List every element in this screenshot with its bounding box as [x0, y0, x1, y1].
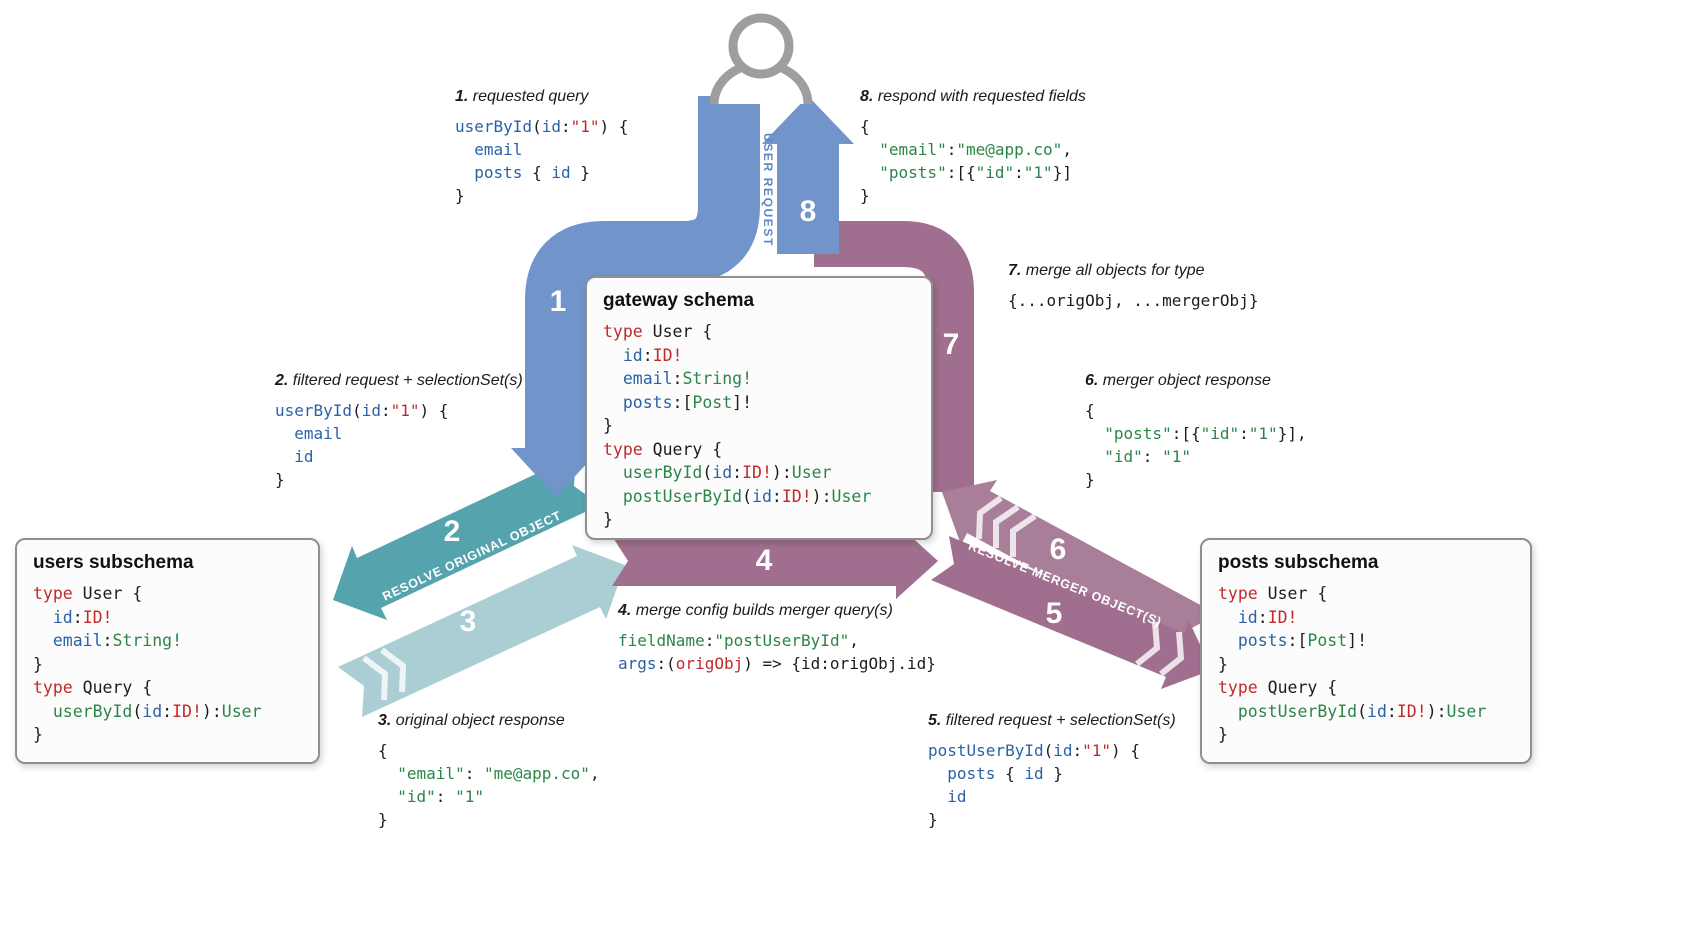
- annotation-3-label: 3. original object response: [378, 712, 600, 730]
- gateway-schema-box: gateway schema type User { id:ID! email:…: [585, 276, 933, 540]
- annotation-3-number: 3.: [378, 712, 392, 729]
- arrow-merger-response-band: [942, 480, 1217, 656]
- user-icon-head: [728, 13, 794, 79]
- annotation-7-code: {...origObj, ...mergerObj}: [1008, 291, 1259, 310]
- arrow-number-5: 5: [1045, 597, 1063, 630]
- posts-subschema-box: posts subschema type User { id:ID! posts…: [1200, 538, 1532, 764]
- posts-subschema-code: type User { id:ID! posts:[Post]!}type Qu…: [1218, 584, 1487, 744]
- arrow-3-chevron: [362, 655, 389, 701]
- users-subschema-box: users subschema type User { id:ID! email…: [15, 538, 320, 764]
- annotation-1-code: userById(id:"1") { email posts { id }}: [455, 117, 629, 205]
- annotation-8-code: { "email":"me@app.co", "posts":[{"id":"1…: [860, 117, 1072, 205]
- annotation-5-text: filtered request + selectionSet(s): [945, 712, 1176, 729]
- arrow-5-chevron: [1135, 621, 1161, 667]
- arrow-number-1: 1: [549, 285, 567, 318]
- arrow-6-chevron: [1010, 513, 1037, 557]
- arrow-3-chevron: [380, 647, 407, 693]
- annotation-4-code: fieldName:"postUserById",args:(origObj) …: [618, 631, 936, 673]
- user-request-label: USER REQUEST: [761, 133, 775, 247]
- arrow-6-chevron: [976, 495, 1003, 540]
- annotation-7-number: 7.: [1008, 262, 1022, 279]
- annotation-3: 3. original object response { "email": "…: [378, 712, 600, 831]
- arrow-merge-up-band: [814, 221, 974, 492]
- arrow-number-7: 7: [942, 328, 960, 361]
- annotation-6-code: { "posts":[{"id":"1"}], "id": "1"}: [1085, 401, 1307, 489]
- arrow-6-chevron: [993, 504, 1020, 548]
- annotation-2-number: 2.: [275, 372, 289, 389]
- posts-subschema-title: posts subschema: [1218, 552, 1379, 573]
- annotation-4-number: 4.: [618, 602, 632, 619]
- annotation-4-label: 4. merge config builds merger query(s): [618, 602, 936, 620]
- annotation-2: 2. filtered request + selectionSet(s) us…: [275, 372, 523, 491]
- annotation-1-label: 1. requested query: [455, 88, 628, 106]
- arrow-merger-request-band: [931, 536, 1212, 689]
- annotation-2-label: 2. filtered request + selectionSet(s): [275, 372, 523, 390]
- annotation-8-text: respond with requested fields: [877, 88, 1086, 105]
- annotation-6-label: 6. merger object response: [1085, 372, 1307, 390]
- arrow-user-request-head: [511, 448, 601, 497]
- arrow-number-6: 6: [1049, 533, 1067, 566]
- annotation-6-number: 6.: [1085, 372, 1099, 389]
- annotation-5: 5. filtered request + selectionSet(s) po…: [928, 712, 1176, 831]
- arrow-number-4: 4: [755, 544, 773, 577]
- annotation-3-text: original object response: [395, 712, 565, 729]
- annotation-7-label: 7. merge all objects for type: [1008, 262, 1258, 280]
- arrow-merger-query-band: [612, 523, 938, 599]
- annotation-2-text: filtered request + selectionSet(s): [292, 372, 523, 389]
- annotation-8: 8. respond with requested fields { "emai…: [860, 88, 1086, 207]
- users-subschema-title: users subschema: [33, 552, 194, 573]
- annotation-6: 6. merger object response { "posts":[{"i…: [1085, 372, 1307, 491]
- annotation-4: 4. merge config builds merger query(s) f…: [618, 602, 936, 675]
- annotation-8-label: 8. respond with requested fields: [860, 88, 1086, 106]
- users-subschema-code: type User { id:ID! email:String!}type Qu…: [33, 584, 262, 744]
- arrow-respond-head: [762, 96, 854, 144]
- annotation-5-code: postUserById(id:"1") { posts { id } id}: [928, 741, 1140, 829]
- user-icon: [709, 13, 813, 105]
- annotation-4-text: merge config builds merger query(s): [635, 602, 893, 619]
- annotation-5-label: 5. filtered request + selectionSet(s): [928, 712, 1176, 730]
- arrow-resolve-original-response-band: [338, 545, 625, 717]
- arrow-user-request-band: [525, 96, 760, 452]
- arrow-number-2: 2: [443, 515, 461, 548]
- arrow-number-8: 8: [799, 195, 817, 228]
- annotation-6-text: merger object response: [1102, 372, 1271, 389]
- arrow-5-chevron: [1159, 631, 1185, 677]
- arrow-number-3: 3: [459, 605, 477, 638]
- annotation-8-number: 8.: [860, 88, 874, 105]
- gateway-schema-title: gateway schema: [603, 290, 755, 311]
- arrow-resolve-original-request-band: [333, 455, 600, 620]
- annotation-1: 1. requested query userById(id:"1") { em…: [455, 88, 628, 207]
- annotation-2-code: userById(id:"1") { email id}: [275, 401, 449, 489]
- annotation-7: 7. merge all objects for type {...origOb…: [1008, 262, 1258, 312]
- annotation-1-text: requested query: [472, 88, 589, 105]
- gateway-schema-code: type User { id:ID! email:String! posts:[…: [603, 322, 872, 529]
- annotation-5-number: 5.: [928, 712, 942, 729]
- annotation-1-number: 1.: [455, 88, 469, 105]
- annotation-3-code: { "email": "me@app.co", "id": "1"}: [378, 741, 600, 829]
- annotation-7-text: merge all objects for type: [1025, 262, 1205, 279]
